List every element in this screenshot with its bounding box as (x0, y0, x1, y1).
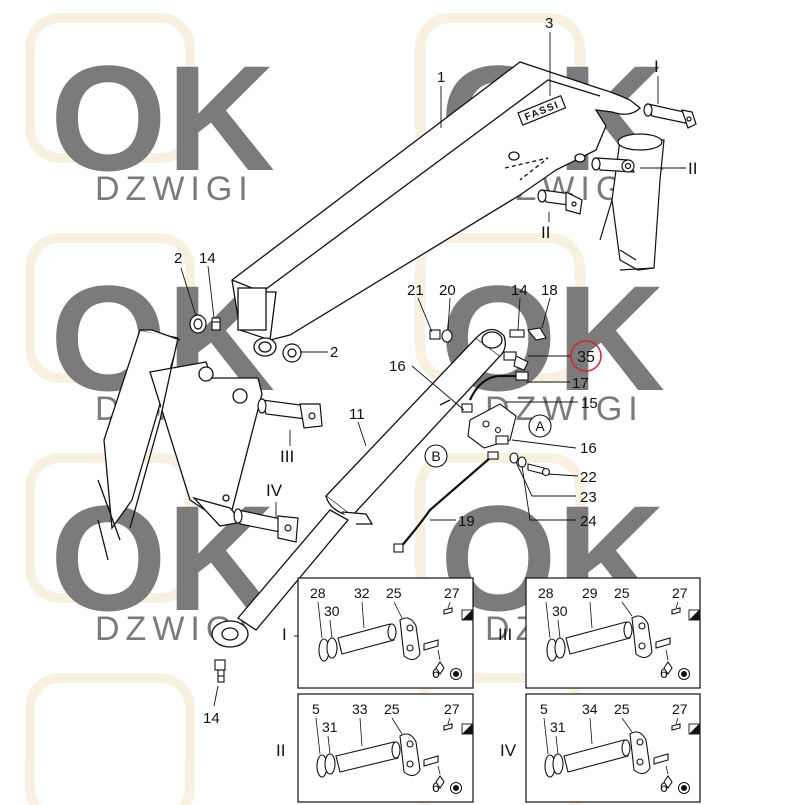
label-2: 2 (174, 250, 182, 267)
label-11: 11 (349, 406, 365, 423)
part-number: 27 (672, 585, 688, 601)
part-number: 34 (582, 701, 598, 717)
label-A: A (528, 414, 552, 438)
label-B: B (424, 444, 448, 468)
label-2: 2 (330, 344, 338, 361)
part-number: 6 (660, 779, 668, 795)
label-pin-II: II (688, 159, 697, 178)
part-number: 27 (444, 701, 460, 717)
pin-III (257, 398, 323, 429)
pin-II-middle (537, 189, 583, 215)
part-number: 6 (432, 665, 440, 681)
hydraulic-cylinder (211, 328, 506, 648)
label-pin-II: II (541, 223, 550, 242)
part-number: 25 (384, 701, 400, 717)
part-number: 5 (540, 701, 548, 717)
label-23: 23 (580, 489, 597, 506)
box-roman: I (282, 625, 287, 644)
detail-box-II: II 5 31 33 25 27 6 (276, 693, 474, 803)
part-number: 25 (614, 701, 630, 717)
part-labels: 1 3 2 14 2 21 20 14 18 16 17 15 16 22 23… (174, 15, 598, 727)
column-structure (599, 133, 665, 271)
box-roman: II (276, 741, 285, 760)
highlight-part-35[interactable]: 35 (570, 340, 602, 372)
pin-labels: I II II III IV (266, 57, 697, 500)
part-number: 6 (432, 779, 440, 795)
svg-text:35: 35 (577, 349, 595, 366)
bushing-2-left (189, 314, 207, 334)
label-pin-III: III (280, 447, 294, 466)
detail-box-I: I 28 30 32 25 27 6 (282, 577, 474, 689)
label-21: 21 (407, 282, 424, 299)
part-number: 32 (354, 585, 370, 601)
label-pin-IV: IV (266, 481, 283, 500)
fittings-cluster (393, 327, 551, 553)
part-number: 27 (444, 585, 460, 601)
label-16: 16 (389, 358, 406, 375)
label-19: 19 (458, 513, 475, 530)
label-24: 24 (580, 513, 597, 530)
part-number: 5 (312, 701, 320, 717)
watermark-logo: OK (50, 474, 275, 642)
part-number: 29 (582, 585, 598, 601)
label-3: 3 (545, 15, 553, 32)
part-number: 28 (310, 585, 326, 601)
grease-nipple-top (211, 317, 221, 331)
pin-I (643, 103, 697, 129)
label-14: 14 (511, 282, 528, 299)
label-20: 20 (439, 282, 456, 299)
pin-IV (233, 508, 299, 543)
bushing-2-right (282, 343, 302, 363)
svg-text:A: A (535, 418, 545, 434)
box-roman: III (498, 625, 512, 644)
part-number: 33 (352, 701, 368, 717)
label-22: 22 (580, 469, 597, 486)
label-14: 14 (203, 710, 220, 727)
watermark-logo: OK (50, 34, 275, 202)
grease-nipple-bottom (214, 659, 226, 683)
label-14: 14 (199, 250, 216, 267)
detail-box-III: III 28 30 29 25 27 6 (498, 577, 701, 689)
part-number: 27 (672, 701, 688, 717)
part-number: 31 (322, 719, 338, 735)
part-number: 6 (660, 665, 668, 681)
box-roman: IV (500, 741, 517, 760)
part-number: 30 (552, 603, 568, 619)
svg-text:B: B (431, 448, 440, 464)
part-number: 31 (550, 719, 566, 735)
pin-II-top (591, 157, 636, 173)
part-number: 30 (324, 603, 340, 619)
part-number: 25 (614, 585, 630, 601)
watermark-sub: DZWIGI (95, 170, 254, 208)
label-15: 15 (581, 395, 598, 412)
boom-arm (231, 61, 641, 357)
part-number: 28 (538, 585, 554, 601)
base-bracket (97, 329, 263, 561)
label-17: 17 (572, 375, 589, 392)
label-1: 1 (437, 69, 445, 86)
leader-lines (180, 32, 686, 707)
part-number: 25 (386, 585, 402, 601)
label-pin-I: I (654, 57, 659, 76)
label-16: 16 (580, 440, 597, 457)
label-18: 18 (541, 282, 558, 299)
detail-box-IV: IV 5 31 34 25 27 6 (500, 693, 701, 803)
